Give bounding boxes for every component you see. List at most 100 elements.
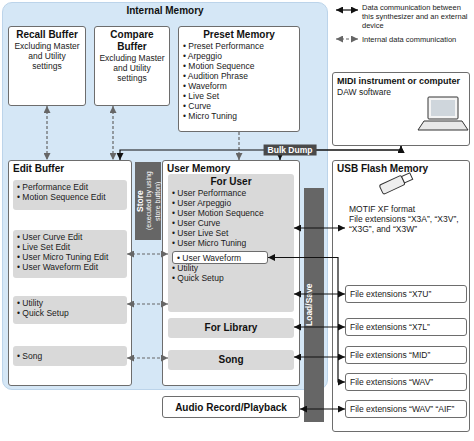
legend-text: Data communication between this synthesi… (362, 3, 472, 30)
legend-text: Internal data communication (362, 35, 472, 44)
box-text: • User Curve (172, 218, 290, 228)
box-text: • User Arpeggio (172, 198, 290, 208)
memory-box: Preset Memory• Preset Performance• Arpeg… (178, 26, 300, 132)
box-heading: USB Flash Memory (337, 163, 465, 175)
memory-group: For User• User Performance• User Arpeggi… (168, 174, 294, 312)
usb-body (379, 175, 405, 194)
external-connector (120, 146, 401, 160)
external-connector (294, 356, 345, 357)
laptop-base (418, 121, 468, 130)
load-save-band: Load/Save (304, 188, 324, 422)
box-heading: Song (172, 354, 290, 366)
laptop-screen (428, 97, 458, 119)
memory-region: Internal MemoryRecall BufferExcluding Ma… (2, 2, 328, 390)
buffer-box: Recall BufferExcluding Master and Utilit… (8, 26, 86, 106)
box-text: • User Waveform Edit (17, 262, 123, 272)
box-text: • Micro Tuning (183, 111, 295, 121)
laptop-illustration (418, 97, 468, 130)
box-text: • User Curve Edit (17, 232, 123, 242)
edge-label: Bulk Dump (264, 145, 317, 156)
box-text: • User Micro Tuning (172, 238, 290, 248)
box-heading: For Library (172, 322, 290, 334)
box-text: Excluding Master and Utility settings (99, 53, 165, 83)
internal-connector (46, 106, 47, 160)
box-text: • Song (17, 351, 123, 361)
internal-connector (238, 132, 239, 160)
box-text: • User Performance (172, 188, 290, 198)
waveform-box: • User Waveform (172, 251, 268, 264)
box-text: • Live Set Edit (17, 242, 123, 252)
memory-group: For Library (168, 318, 294, 338)
internal-connector (112, 106, 113, 160)
external-connector (280, 146, 401, 160)
file-box: File extensions “X7L” (345, 318, 467, 336)
memory-box: User MemoryFor User• User Performance• U… (162, 160, 300, 386)
storage-box: USB Flash MemoryMOTIF XF formatFile exte… (332, 160, 470, 432)
box-text: MOTIF XF format (349, 204, 463, 214)
box-heading: Store (136, 164, 145, 238)
internal-connector (127, 357, 168, 358)
memory-group: Song (168, 350, 294, 370)
external-connector (300, 408, 345, 409)
box-text: • Quick Setup (172, 273, 290, 283)
box-text: • Preset Performance (183, 41, 295, 51)
internal-connector (127, 253, 168, 254)
box-text: • Utility (172, 263, 290, 273)
box-text: File extensions “X7L” (350, 322, 462, 332)
box-text: • User Micro Tuning Edit (17, 252, 123, 262)
box-text: (executed by using store button) (145, 164, 162, 238)
edit-group: • Performance Edit• Motion Sequence Edit (13, 180, 127, 210)
file-box: File extensions “MID” (345, 346, 467, 364)
edit-group: • Song (13, 346, 127, 366)
file-box: File extensions “WAV” “AIF” (345, 400, 467, 418)
box-text: • User Live Set (172, 228, 290, 238)
box-text: DAW software (337, 87, 465, 97)
laptop-display (431, 100, 455, 116)
box-heading: Edit Buffer (13, 163, 127, 175)
box-text: • Waveform (183, 81, 295, 91)
store-band: Store(executed by using store button) (135, 162, 161, 240)
legend-sample-solid (336, 9, 358, 10)
box-text: • Motion Sequence Edit (17, 192, 123, 202)
box-text: File extensions “MID” (350, 350, 462, 360)
box-text: File extensions “X7U” (350, 289, 462, 299)
external-connector (268, 258, 345, 383)
box-text: • User Motion Sequence (172, 208, 290, 218)
box-heading: MIDI instrument or computer (337, 75, 465, 87)
box-text: • Motion Sequence (183, 61, 295, 71)
box-text: Excluding Master and Utility settings (13, 41, 81, 71)
box-text: • Arpeggio (183, 51, 295, 61)
internal-connector (127, 303, 168, 304)
box-heading: Load/Save (305, 190, 314, 420)
legend-sample-dashed (336, 38, 358, 39)
device-box: MIDI instrument or computerDAW software (332, 72, 470, 146)
external-connector (294, 293, 345, 294)
box-text: • Performance Edit (17, 182, 123, 192)
box-heading: Audio Record/Playback (167, 402, 295, 414)
box-text: • Curve (183, 101, 295, 111)
box-text: File extensions “WAV” “AIF” (350, 404, 462, 414)
box-text: • Utility (17, 298, 123, 308)
external-connector (294, 326, 345, 327)
box-heading: Compare Buffer (99, 29, 165, 53)
box-heading: Internal Memory (7, 5, 323, 17)
buffer-box: Edit Buffer • Performance Edit• Motion Se… (8, 160, 132, 386)
buffer-box: Compare BufferExcluding Master and Utili… (94, 26, 170, 106)
box-text: • Quick Setup (17, 308, 123, 318)
box-text: • Live Set (183, 91, 295, 101)
box-text: File extensions “WAV” (350, 377, 462, 387)
usb-plug (402, 173, 413, 183)
box-heading: For User (172, 176, 290, 188)
file-box: File extensions “X7U” (345, 285, 467, 303)
file-format-note: MOTIF XF formatFile extensions “X3A”, “X… (345, 202, 467, 254)
edit-group: • User Curve Edit• Live Set Edit• User M… (13, 230, 127, 278)
box-text: • User Waveform (177, 253, 263, 263)
box-text: • Audition Phrase (183, 71, 295, 81)
box-heading: Recall Buffer (13, 29, 81, 41)
file-box: File extensions “WAV” (345, 373, 467, 391)
external-connector (294, 227, 345, 228)
